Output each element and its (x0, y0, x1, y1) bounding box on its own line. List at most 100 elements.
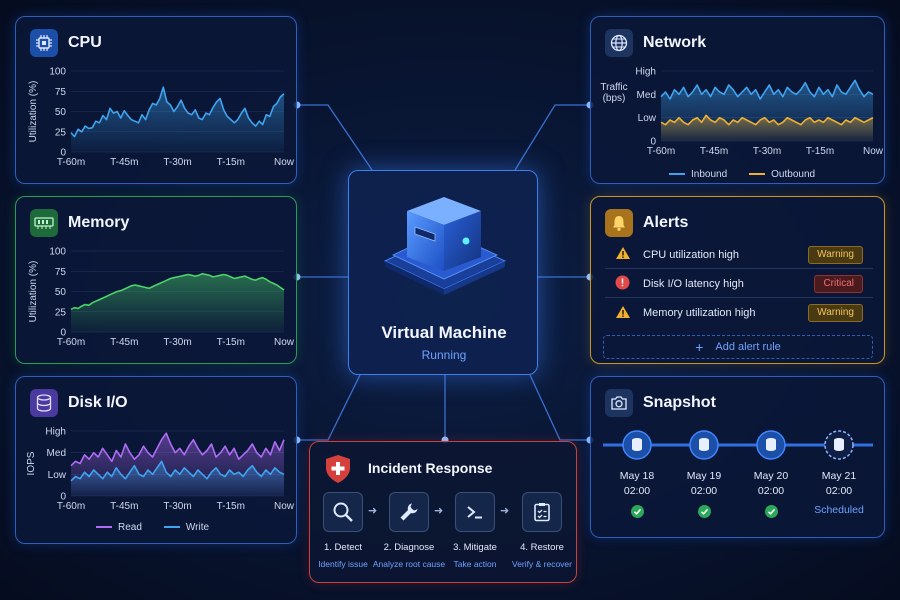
y-tick-label: 25 (55, 127, 67, 138)
y-tick-label: High (45, 427, 66, 438)
legend-read: Read (96, 522, 142, 533)
y-axis-label: IOPS (26, 451, 37, 475)
y-tick-label: Low (48, 470, 67, 481)
x-tick-label: T-15m (806, 146, 834, 157)
database-icon (30, 389, 58, 417)
x-tick-label: T-60m (57, 501, 85, 512)
step-restore[interactable] (522, 492, 562, 532)
vm-title: Virtual Machine (381, 323, 507, 342)
alert-text: CPU utilization high (643, 248, 739, 261)
alerts-panel: Alerts CPU utilization high Warning Disk… (590, 196, 885, 364)
step-title: 2. Diagnose (383, 542, 435, 553)
x-tick-label: Now (274, 501, 295, 512)
series-line (70, 432, 285, 467)
series-area (71, 461, 284, 496)
x-tick-label: T-30m (163, 501, 191, 512)
x-tick-label: Now (274, 337, 295, 348)
bell-icon (605, 209, 633, 237)
wrench-icon (400, 503, 418, 521)
alert-text: Memory utilization high (643, 307, 756, 319)
warning-triangle-icon (615, 246, 637, 263)
cpu-title: CPU (68, 34, 102, 51)
alert-item[interactable]: Disk I/O latency high Critical (605, 270, 873, 298)
y-tick-label: Med (637, 90, 656, 101)
alert-text: Disk I/O latency high (643, 277, 744, 290)
x-tick-label: T-30m (753, 146, 781, 157)
network-legend: Inbound Outbound (669, 169, 815, 180)
magnifier-icon (333, 502, 353, 522)
legend-inbound: Inbound (669, 169, 727, 180)
snapshot-scheduled-label: Scheduled (814, 504, 864, 516)
status-badge: Critical (814, 275, 863, 293)
series-area (661, 115, 873, 141)
step-title: 4. Restore (520, 542, 564, 553)
series-area (71, 87, 284, 152)
arrow-right-icon: ➜ (368, 505, 378, 517)
x-tick-label: T-60m (57, 157, 85, 168)
series-line (660, 79, 874, 100)
critical-circle-icon (615, 275, 637, 293)
alert-item[interactable]: CPU utilization high Warning (605, 241, 873, 269)
x-tick-label: Now (863, 146, 884, 157)
add-alert-rule-button[interactable]: + Add alert rule (603, 335, 873, 359)
status-badge: Warning (808, 304, 863, 322)
alerts-list: CPU utilization high Warning Disk I/O la… (591, 239, 886, 329)
y-tick-label: High (635, 67, 656, 78)
series-line (70, 460, 285, 482)
cpu-chip-icon (30, 29, 58, 57)
alert-item[interactable]: Memory utilization high Warning (605, 299, 873, 327)
step-diagnose[interactable] (389, 492, 429, 532)
step-title: 1. Detect (323, 542, 363, 553)
y-tick-label: Low (638, 113, 657, 124)
series-area (71, 273, 284, 332)
x-tick-label: T-45m (110, 337, 138, 348)
incident-response-panel: Incident Response ➜ ➜ ➜ 1. Detect 2. Dia… (309, 441, 577, 583)
step-detect[interactable] (323, 492, 363, 532)
series-line (70, 272, 285, 311)
series-line (70, 86, 285, 138)
arrow-right-icon: ➜ (434, 505, 444, 517)
virtual-machine-card[interactable]: Virtual Machine Running (348, 170, 538, 375)
status-badge: Warning (808, 246, 863, 264)
memory-title: Memory (68, 214, 130, 231)
warning-triangle-icon (615, 305, 637, 322)
snapshot-timeline (603, 430, 873, 460)
x-tick-label: T-30m (163, 157, 191, 168)
vm-status: Running (421, 348, 467, 362)
x-tick-label: T-30m (163, 337, 191, 348)
step-subtitle: Take action (453, 559, 497, 569)
step-subtitle: Analyze root cause (372, 559, 446, 569)
y-tick-label: 0 (60, 492, 66, 503)
y-axis-label: (bps) (603, 93, 626, 104)
y-tick-label: 75 (55, 87, 67, 98)
y-axis-label: Traffic (600, 82, 627, 93)
step-mitigate[interactable] (455, 492, 495, 532)
snapshot-title: Snapshot (643, 394, 716, 411)
arrow-right-icon: ➜ (500, 505, 510, 517)
step-title: 3. Mitigate (453, 542, 497, 553)
y-tick-label: 100 (49, 247, 66, 258)
y-tick-label: 50 (55, 287, 67, 298)
plus-icon: + (695, 339, 704, 355)
y-tick-label: 0 (60, 148, 66, 159)
y-tick-label: 100 (49, 67, 66, 78)
x-tick-label: T-15m (217, 337, 245, 348)
check-icon (698, 505, 711, 518)
check-icon (631, 505, 644, 518)
camera-icon (605, 389, 633, 417)
y-tick-label: 75 (55, 267, 67, 278)
x-tick-label: T-45m (700, 146, 728, 157)
y-tick-label: 25 (55, 307, 67, 318)
y-axis-label: Utilization (%) (28, 81, 39, 143)
network-title: Network (643, 34, 707, 51)
terminal-icon (467, 506, 482, 519)
